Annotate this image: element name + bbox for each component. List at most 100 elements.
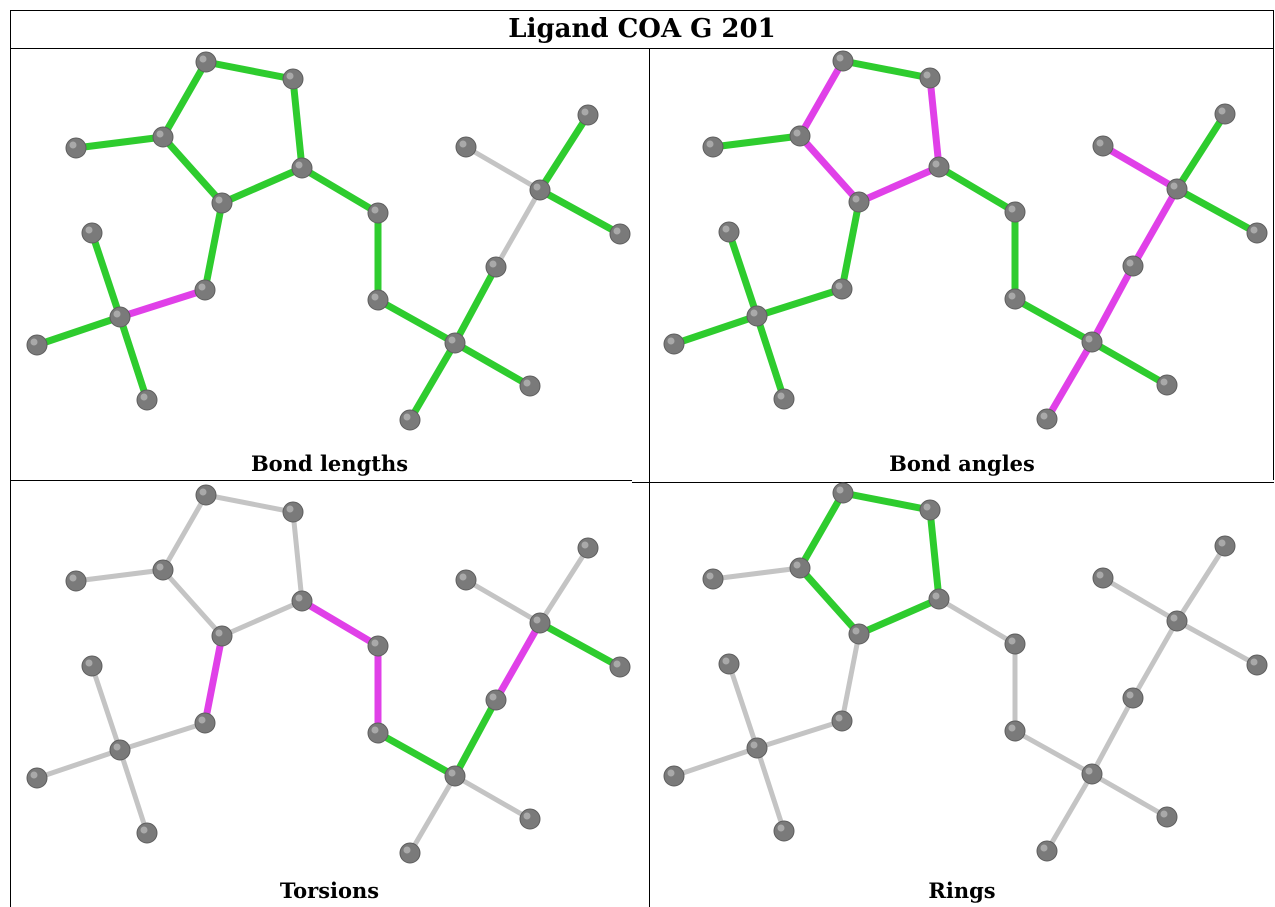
atom-13	[444, 765, 466, 787]
bond-2	[219, 598, 305, 639]
caption-rings: Rings	[928, 877, 996, 903]
atom-highlight-12	[140, 826, 148, 834]
bond-6	[298, 597, 382, 650]
atom-20	[1246, 654, 1268, 676]
atom-highlight-14	[523, 812, 531, 820]
bond-0	[203, 492, 296, 515]
bond-4	[160, 492, 209, 573]
atom-highlight-18	[1096, 139, 1104, 147]
atom-highlight-11	[30, 771, 38, 779]
atom-0	[832, 50, 854, 72]
atom-highlight-11	[667, 769, 675, 777]
atom-9	[367, 722, 389, 744]
atom-12	[773, 820, 795, 842]
bond-14	[1173, 110, 1229, 193]
atom-highlight-8	[835, 714, 843, 722]
bond-10	[407, 773, 458, 856]
panel-rings	[663, 482, 1268, 862]
atom-20	[609, 223, 631, 245]
bond-1	[290, 509, 305, 604]
bond-10	[1044, 771, 1095, 854]
atom-highlight-1	[286, 72, 294, 80]
atom-19	[1214, 103, 1236, 125]
atom-10	[109, 739, 131, 761]
atom-highlight-18	[1096, 571, 1104, 579]
atom-16	[485, 256, 507, 278]
atom-highlight-15	[1040, 844, 1048, 852]
atom-highlight-14	[523, 379, 531, 387]
bond-17	[753, 285, 846, 320]
bond-11	[451, 696, 500, 780]
bond-2	[855, 163, 943, 206]
atom-8	[194, 712, 216, 734]
atom-highlight-4	[932, 160, 940, 168]
atom-12	[773, 388, 795, 410]
atom-1	[919, 67, 941, 89]
atom-highlight-3	[69, 574, 77, 582]
atom-3	[702, 136, 724, 158]
atom-17	[529, 179, 551, 201]
bond-10	[1043, 338, 1096, 423]
bond-8	[1012, 728, 1095, 777]
atom-17	[1166, 610, 1188, 632]
bond-8	[374, 729, 459, 780]
atom-4	[928, 588, 950, 610]
atom-highlight-18	[459, 140, 467, 148]
atom-highlight-17	[533, 616, 541, 624]
bond-18	[726, 661, 760, 751]
atom-1	[282, 68, 304, 90]
bond-20	[117, 747, 150, 836]
atom-17	[1166, 178, 1188, 200]
bond-6	[298, 164, 382, 217]
atom-11	[26, 767, 48, 789]
atom-18	[1092, 567, 1114, 589]
bond-19	[671, 745, 760, 779]
atom-19	[1214, 535, 1236, 557]
bond-12	[1129, 185, 1181, 270]
bond-8	[1011, 295, 1096, 346]
atom-9	[1004, 288, 1026, 310]
atom-10	[109, 306, 131, 328]
bond-20	[754, 745, 787, 834]
bond-3	[160, 567, 225, 639]
atom-3	[65, 570, 87, 592]
atom-highlight-7	[85, 226, 93, 234]
bond-9	[1089, 771, 1170, 820]
atom-4	[928, 156, 950, 178]
atom-highlight-9	[371, 726, 379, 734]
atom-3	[65, 137, 87, 159]
atom-highlight-17	[533, 183, 541, 191]
atom-highlight-15	[403, 413, 411, 421]
atom-0	[832, 482, 854, 504]
atom-5	[848, 623, 870, 645]
atom-16	[1122, 255, 1144, 277]
atom-8	[831, 710, 853, 732]
bond-18	[89, 663, 123, 753]
atom-highlight-8	[198, 716, 206, 724]
atom-highlight-16	[1126, 259, 1134, 267]
atom-highlight-13	[1085, 335, 1093, 343]
atom-highlight-7	[85, 659, 93, 667]
atom-highlight-14	[1160, 378, 1168, 386]
bond-17	[117, 720, 208, 753]
atom-highlight-2	[793, 561, 801, 569]
atom-11	[663, 765, 685, 787]
atom-1	[282, 501, 304, 523]
atom-highlight-8	[835, 282, 843, 290]
atom-15	[1036, 408, 1058, 430]
atom-10	[746, 737, 768, 759]
atom-16	[1122, 687, 1144, 709]
bond-16	[201, 199, 226, 294]
atom-highlight-19	[1218, 539, 1226, 547]
bond-11	[1089, 695, 1136, 777]
atom-6	[367, 202, 389, 224]
bond-20	[753, 312, 788, 403]
atom-highlight-16	[1126, 691, 1134, 699]
atom-highlight-6	[1008, 205, 1016, 213]
atom-8	[194, 279, 216, 301]
bond-4	[159, 58, 210, 141]
atom-highlight-10	[750, 309, 758, 317]
atom-4	[291, 157, 313, 179]
atom-highlight-3	[706, 140, 714, 148]
atom-14	[519, 808, 541, 830]
